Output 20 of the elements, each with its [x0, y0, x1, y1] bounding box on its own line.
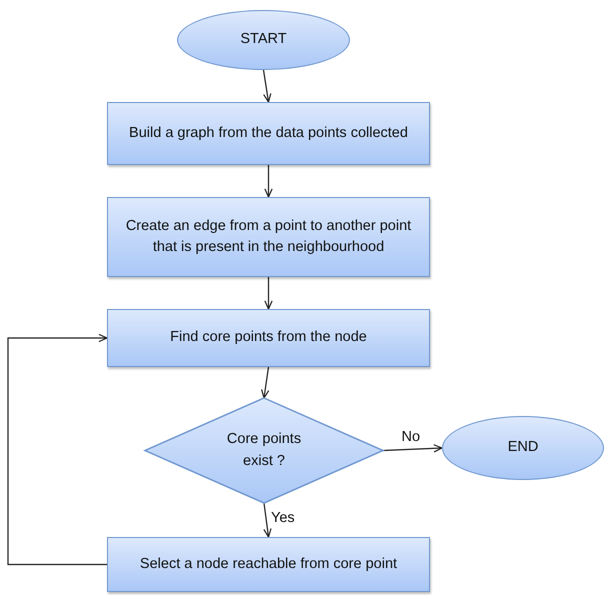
arrow — [382, 444, 443, 453]
edge-label: No — [400, 428, 422, 444]
node-label: END — [506, 438, 540, 458]
arrow — [261, 366, 270, 399]
process-box — [107, 102, 430, 165]
arrow — [262, 70, 272, 103]
process-box — [107, 197, 430, 277]
node-label: START — [239, 30, 288, 50]
process-box — [107, 537, 430, 592]
arrow — [264, 165, 273, 198]
node-label: Find core points from the node — [169, 328, 368, 348]
arrow — [263, 502, 272, 538]
node-label: Build a graph from the data points collected — [128, 124, 409, 143]
arrow — [264, 277, 273, 310]
process-box — [107, 309, 430, 367]
node-label: Core points exist ? — [226, 430, 302, 470]
decision-diamond — [145, 398, 383, 503]
node-label: Select a node reachable from core point — [138, 554, 398, 574]
arrow — [7, 334, 108, 566]
node-label: Create an edge from a point to another point that is present in the neighbourhood — [124, 216, 412, 257]
